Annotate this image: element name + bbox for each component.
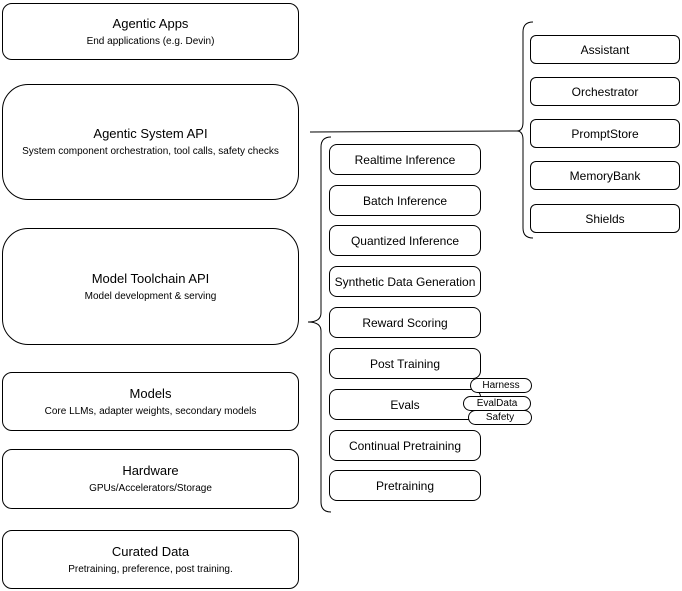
- toolchain-item-pretraining: Pretraining: [329, 470, 481, 501]
- layer-title: Model Toolchain API: [91, 270, 210, 286]
- layer-subtitle: Core LLMs, adapter weights, secondary mo…: [44, 405, 257, 417]
- toolchain-item-evals: Evals: [329, 389, 481, 420]
- evals-tag-safety: Safety: [468, 410, 532, 425]
- toolchain-item-realtime-inference: Realtime Inference: [329, 144, 481, 175]
- toolchain-item-batch-inference: Batch Inference: [329, 185, 481, 216]
- layer-subtitle: Pretraining, preference, post training.: [68, 563, 233, 575]
- toolchain-item-reward-scoring: Reward Scoring: [329, 307, 481, 338]
- toolchain-item-synthetic-data-generation: Synthetic Data Generation: [329, 266, 481, 297]
- layer-subtitle: System component orchestration, tool cal…: [22, 146, 279, 157]
- toolchain-item-continual-pretraining: Continual Pretraining: [329, 430, 481, 461]
- layer-subtitle: End applications (e.g. Devin): [86, 35, 215, 47]
- system-component-memorybank: MemoryBank: [530, 161, 680, 190]
- layer-box-agentic-system-api: Agentic System API System component orch…: [2, 84, 299, 200]
- evals-tag-evaldata: EvalData: [463, 396, 531, 411]
- layer-box-hardware: Hardware GPUs/Accelerators/Storage: [2, 449, 299, 509]
- agentic-system-connector-line: [309, 130, 518, 133]
- layer-title: Models: [129, 385, 172, 401]
- layer-subtitle: Model development & serving: [84, 290, 217, 302]
- system-component-assistant: Assistant: [530, 35, 680, 64]
- toolchain-item-post-training: Post Training: [329, 348, 481, 379]
- layer-title: Agentic System API: [93, 126, 208, 141]
- layer-title: Hardware: [122, 463, 179, 478]
- layer-box-agentic-apps: Agentic Apps End applications (e.g. Devi…: [2, 3, 299, 60]
- layer-title: Curated Data: [111, 543, 190, 559]
- system-component-promptstore: PromptStore: [530, 119, 680, 148]
- toolchain-brace: [307, 136, 332, 513]
- layer-title: Agentic Apps: [112, 15, 189, 31]
- layer-box-models: Models Core LLMs, adapter weights, secon…: [2, 372, 299, 431]
- system-component-shields: Shields: [530, 204, 680, 233]
- evals-tag-harness: Harness: [470, 378, 532, 393]
- layer-box-curated-data: Curated Data Pretraining, preference, po…: [2, 530, 299, 589]
- layer-subtitle: GPUs/Accelerators/Storage: [89, 483, 212, 494]
- layer-box-model-toolchain-api: Model Toolchain API Model development & …: [2, 228, 299, 345]
- toolchain-item-quantized-inference: Quantized Inference: [329, 225, 481, 256]
- system-component-orchestrator: Orchestrator: [530, 77, 680, 106]
